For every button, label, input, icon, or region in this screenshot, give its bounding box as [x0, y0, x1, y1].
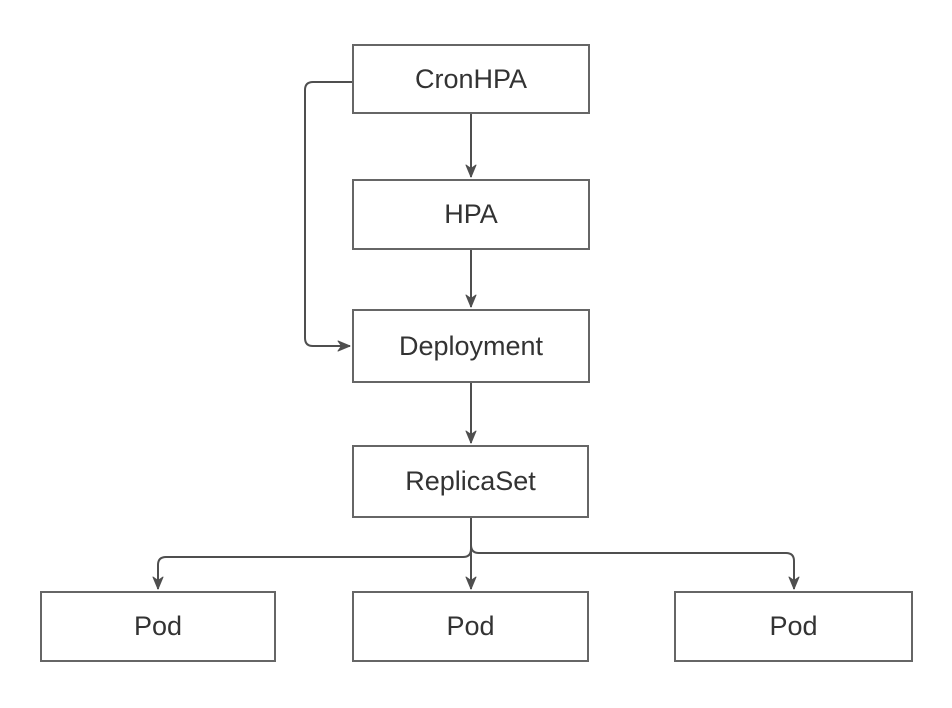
- node-pod-1-label: Pod: [133, 611, 183, 641]
- node-pod-2: Pod: [352, 591, 589, 662]
- edge-replicaset-to-pod-3: [470, 518, 800, 590]
- edge-cronhpa-to-deployment-bypass: [304, 81, 352, 352]
- edge-replicaset-to-pod-1: [152, 518, 472, 590]
- node-replicaset-label: ReplicaSet: [405, 466, 536, 496]
- node-hpa-label: HPA: [444, 199, 498, 229]
- node-cronhpa: CronHPA: [352, 44, 590, 114]
- node-pod-3: Pod: [674, 591, 913, 662]
- node-pod-2-label: Pod: [446, 611, 495, 641]
- node-hpa: HPA: [352, 179, 590, 250]
- node-pod-1: Pod: [40, 591, 276, 662]
- node-deployment-label: Deployment: [398, 330, 544, 361]
- node-pod-3-label: Pod: [769, 611, 818, 641]
- node-deployment: Deployment: [352, 309, 590, 383]
- node-cronhpa-label: CronHPA: [414, 63, 528, 94]
- node-replicaset: ReplicaSet: [352, 445, 589, 518]
